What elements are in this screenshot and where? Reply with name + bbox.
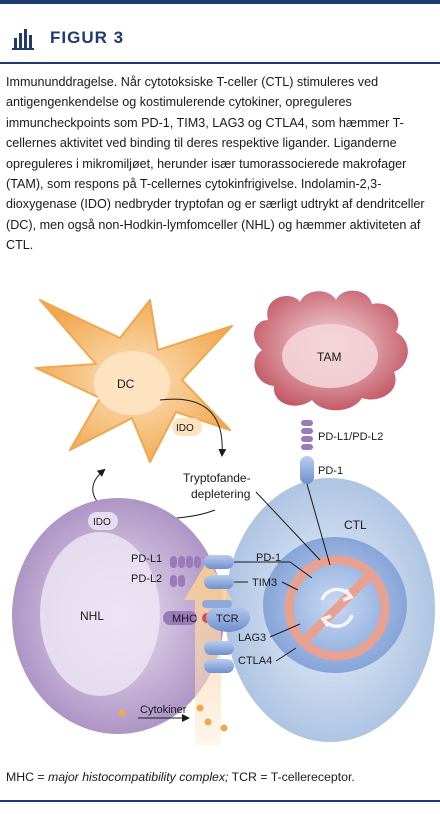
tam-pd1-receptor: PD-1: [300, 456, 343, 484]
footnote-mhc-abbr: MHC =: [6, 770, 49, 784]
recycle-icon: [320, 587, 354, 628]
nhl-cell: NHL IDO: [12, 498, 224, 734]
trypto-label-2: depletering: [191, 487, 250, 501]
mhc-tcr-complex: MHC TCR: [163, 600, 250, 632]
tam-ligand-stack: PD-L1/PD-L2: [301, 420, 383, 450]
footnote-tcr: TCR = T-cellereceptor.: [228, 770, 355, 784]
pd1-label: PD-1: [256, 552, 281, 564]
tim3-receptor: TIM3: [170, 575, 299, 591]
lag3-label: LAG3: [238, 632, 266, 644]
dc-ido-label: IDO: [176, 423, 194, 434]
top-rule: [0, 0, 440, 4]
mhc-label: MHC: [172, 613, 197, 625]
nhl-label: NHL: [80, 609, 104, 623]
tam-connector: [306, 483, 331, 566]
pd1-receptor: PD-1: [204, 552, 313, 579]
diagram-svg: CTL TAM PD-L1/PD-L2 PD-1 DC IDO: [12, 290, 435, 745]
ctla4-receptor: CTLA4: [204, 647, 297, 673]
figure-label: FIGUR 3: [50, 28, 125, 47]
figure-header: FIGUR 3: [0, 20, 440, 60]
lag3-receptor: LAG3: [204, 623, 301, 655]
cytokine-dots: [118, 704, 228, 732]
ctla4-label: CTLA4: [238, 655, 272, 667]
trypto-label-1: Tryptofande-: [183, 471, 251, 485]
inhibition-sign: [284, 555, 390, 661]
pdl1-label: PD-L1: [131, 553, 162, 565]
pdl2-label: PD-L2: [131, 573, 162, 585]
dc-label: DC: [117, 377, 135, 391]
header-divider: [0, 62, 440, 64]
tam-cell: TAM: [254, 290, 408, 411]
ctl-label: CTL: [344, 518, 367, 532]
tim3-label: TIM3: [252, 577, 277, 589]
tam-label: TAM: [317, 350, 341, 364]
tam-receptor-label: PD-1: [318, 465, 343, 477]
tcr-label: TCR: [216, 613, 239, 625]
dc-cell: DC IDO: [35, 299, 233, 463]
figure-caption: Immununddragelse. Når cytotoksiske T-cel…: [6, 75, 425, 253]
trypto-to-ctl-line: [255, 491, 321, 561]
cytokiner-label: Cytokiner: [140, 704, 187, 716]
dc-arrow: [159, 398, 227, 457]
footnote-mhc-full: major histocompatibility complex;: [48, 770, 229, 784]
nhl-ido-label: IDO: [93, 517, 111, 528]
footnote: MHC = major histocompatibility complex; …: [6, 770, 436, 784]
bottom-divider: [0, 800, 440, 802]
immune-evasion-diagram: CTL TAM PD-L1/PD-L2 PD-1 DC IDO: [0, 280, 440, 750]
pdl1-ligand: [170, 556, 201, 568]
bar-chart-icon: [8, 24, 38, 54]
tam-ligand-label: PD-L1/PD-L2: [318, 431, 383, 443]
